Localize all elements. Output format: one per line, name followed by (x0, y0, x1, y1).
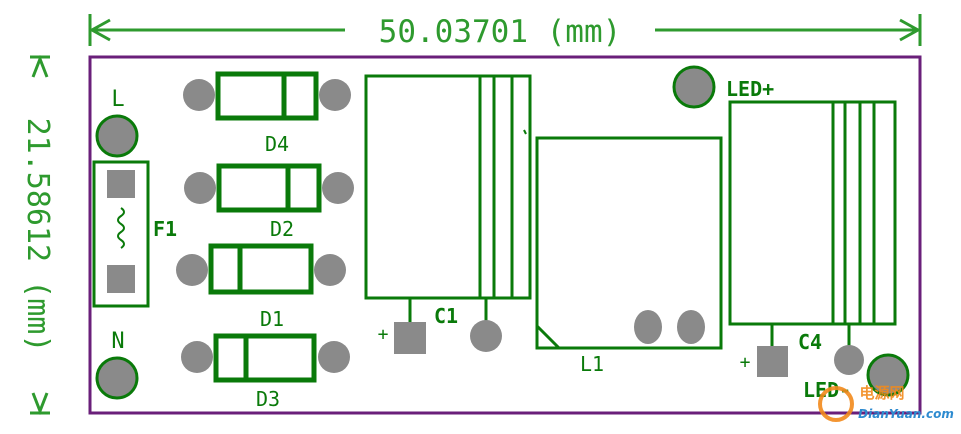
diode-d1-label: D1 (260, 307, 284, 331)
board-outline (88, 55, 922, 415)
capacitor-c1-negative-pad (470, 320, 502, 352)
line-input-pad (95, 114, 139, 158)
capacitor-c1-plus-sign: + (378, 324, 389, 345)
capacitor-c4-plus-sign: + (740, 352, 751, 373)
height-dimension (30, 54, 50, 416)
diode-d1 (176, 243, 346, 295)
diode-d3 (181, 333, 350, 383)
fuse-label: F1 (153, 217, 177, 241)
width-dimension-label: 50.03701 (mm) (379, 14, 622, 50)
capacitor-c4-positive-pad (757, 346, 788, 377)
watermark-site-text: DianYuan.com (858, 407, 954, 421)
c1-marker (523, 129, 527, 135)
led-plus-pad (672, 65, 716, 109)
watermark-logo-icon (818, 386, 854, 422)
watermark-logo-text: 电源网 (859, 384, 904, 402)
diode-d2 (184, 163, 354, 213)
neutral-input-pad (95, 356, 139, 400)
capacitor-c4-label: C4 (798, 330, 822, 354)
led-plus-label: LED+ (726, 77, 774, 101)
fuse-f1 (92, 160, 150, 308)
diode-d4-label: D4 (265, 132, 289, 156)
diode-d2-label: D2 (270, 217, 294, 241)
diode-d3-label: D3 (256, 387, 280, 411)
diode-d4 (183, 71, 351, 121)
height-dimension-label: 21.58612 (mm) (20, 118, 55, 353)
led-minus-pad (866, 353, 910, 397)
width-dimension (88, 14, 922, 46)
capacitor-c1-positive-pad (394, 322, 426, 354)
pad-label-neutral: N (111, 329, 124, 354)
pad-label-line: L (111, 87, 124, 112)
dianyuan-watermark: 电源网 DianYuan.com (818, 384, 954, 422)
inductor-l1 (535, 136, 723, 350)
capacitor-c4 (728, 100, 897, 346)
capacitor-c4-negative-pad (834, 345, 864, 375)
capacitor-c1 (364, 74, 532, 322)
inductor-l1-label: L1 (580, 352, 604, 376)
capacitor-c1-label: C1 (434, 304, 458, 328)
